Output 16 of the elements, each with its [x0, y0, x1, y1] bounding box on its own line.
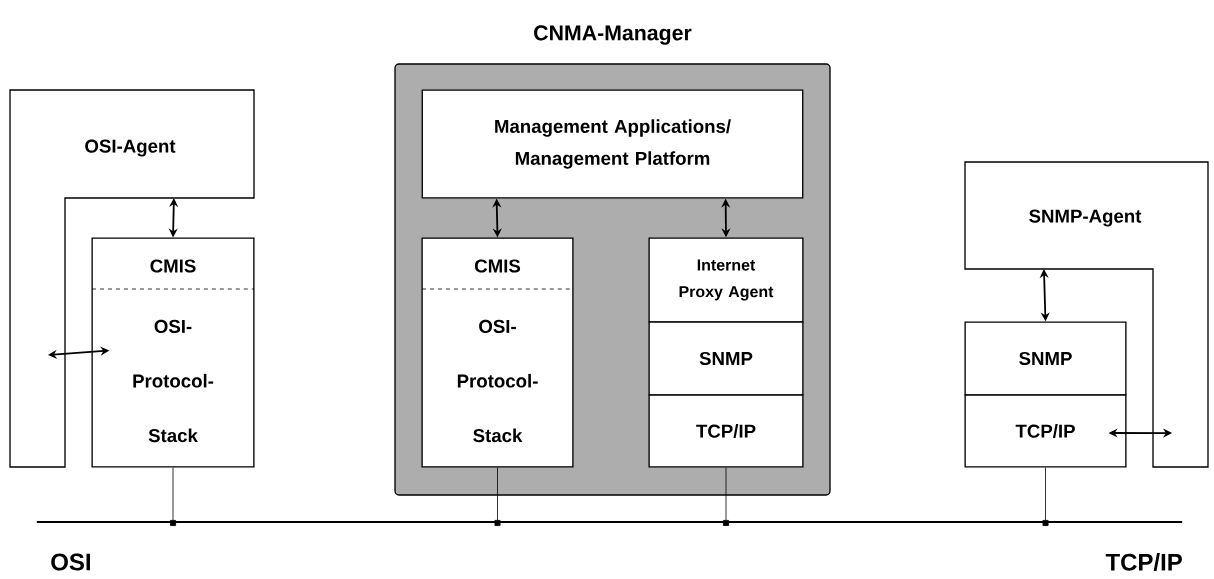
bus-connection-line — [723, 467, 729, 526]
network-bus-line — [36, 520, 1183, 524]
process-box: Management Applications/ Management Platform — [421, 89, 804, 199]
network-label: OSI — [51, 553, 90, 571]
layer-box: TCP/IP — [648, 394, 804, 468]
protocol-stack-box: CMIS OSI- Protocol- Stack — [91, 237, 255, 468]
network-label: TCP/IP — [1105, 553, 1182, 571]
bus-connection-line — [1042, 467, 1049, 526]
process-box: Internet Proxy Agent — [648, 237, 804, 323]
layer-box: SNMP — [964, 321, 1127, 396]
node-label: CNMA-Manager — [534, 25, 692, 45]
protocol-stack-box: CMIS OSI- Protocol- Stack — [421, 237, 574, 468]
layer-box: TCP/IP — [964, 394, 1127, 468]
layer-box: SNMP — [648, 321, 804, 396]
bus-connection-line — [170, 467, 176, 526]
bus-connection-line — [494, 467, 501, 526]
